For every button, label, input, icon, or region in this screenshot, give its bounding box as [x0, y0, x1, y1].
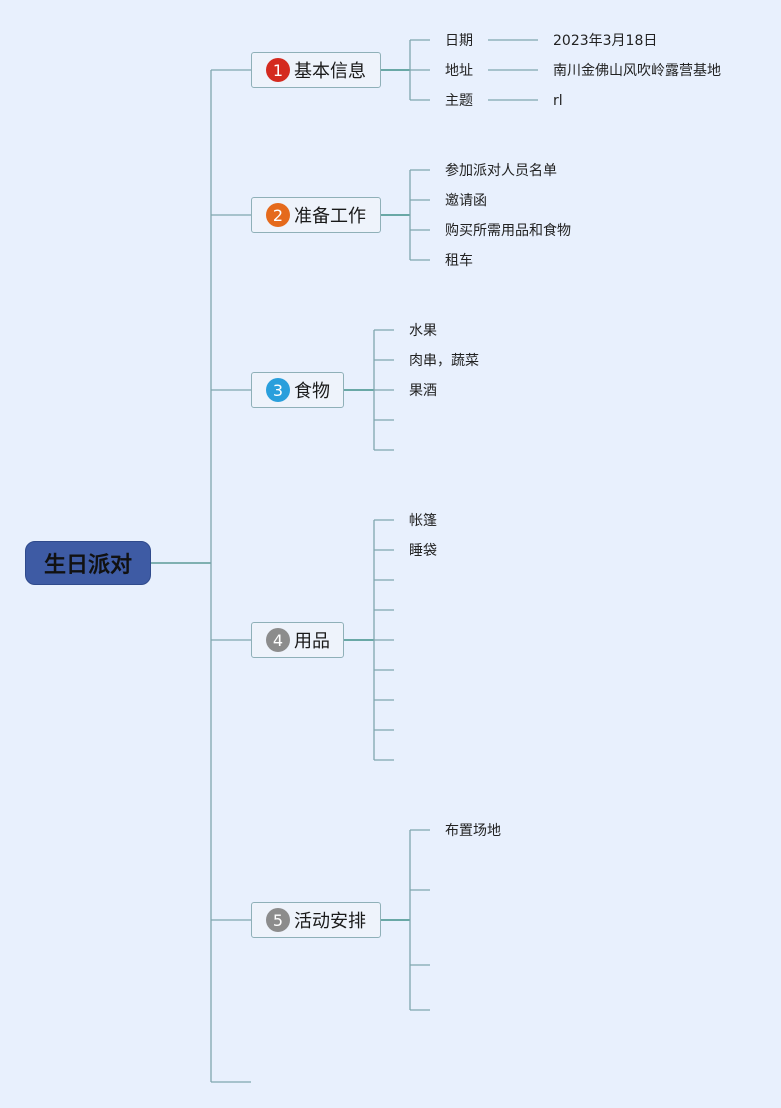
branch-supplies[interactable]: 4 用品: [251, 622, 344, 658]
leaf-tent[interactable]: 帐篷: [409, 513, 437, 529]
branch-label: 基本信息: [294, 61, 366, 82]
leaf-car-rental[interactable]: 租车: [445, 253, 473, 269]
leaf-skewers[interactable]: 肉串，蔬菜: [409, 353, 479, 369]
leaf-address-label[interactable]: 地址: [445, 63, 473, 79]
branch-preparation[interactable]: 2 准备工作: [251, 197, 381, 233]
leaf-date-value[interactable]: 2023年3月18日: [553, 33, 658, 49]
leaf-sleeping-bag[interactable]: 睡袋: [409, 543, 437, 559]
leaf-shopping[interactable]: 购买所需用品和食物: [445, 223, 571, 239]
number-badge-1: 1: [266, 58, 290, 82]
number-badge-4: 4: [266, 628, 290, 652]
leaf-invitation[interactable]: 邀请函: [445, 193, 487, 209]
leaf-venue-setup[interactable]: 布置场地: [445, 823, 501, 839]
branch-label: 准备工作: [294, 206, 366, 227]
branch-food[interactable]: 3 食物: [251, 372, 344, 408]
branch-label: 活动安排: [294, 911, 366, 932]
leaf-theme-label[interactable]: 主题: [445, 93, 473, 109]
leaf-fruit[interactable]: 水果: [409, 323, 437, 339]
leaf-date-label[interactable]: 日期: [445, 33, 473, 49]
leaf-fruit-wine[interactable]: 果酒: [409, 383, 437, 399]
leaf-address-value[interactable]: 南川金佛山风吹岭露营基地: [553, 63, 721, 79]
branch-label: 食物: [294, 381, 330, 402]
branch-activities[interactable]: 5 活动安排: [251, 902, 381, 938]
leaf-theme-value[interactable]: rl: [553, 93, 563, 109]
number-badge-2: 2: [266, 203, 290, 227]
root-topic[interactable]: 生日派对: [25, 541, 151, 585]
branch-basic-info[interactable]: 1 基本信息: [251, 52, 381, 88]
branch-label: 用品: [294, 631, 330, 652]
number-badge-3: 3: [266, 378, 290, 402]
root-topic-label: 生日派对: [43, 553, 132, 578]
leaf-guest-list[interactable]: 参加派对人员名单: [445, 163, 557, 179]
number-badge-5: 5: [266, 908, 290, 932]
